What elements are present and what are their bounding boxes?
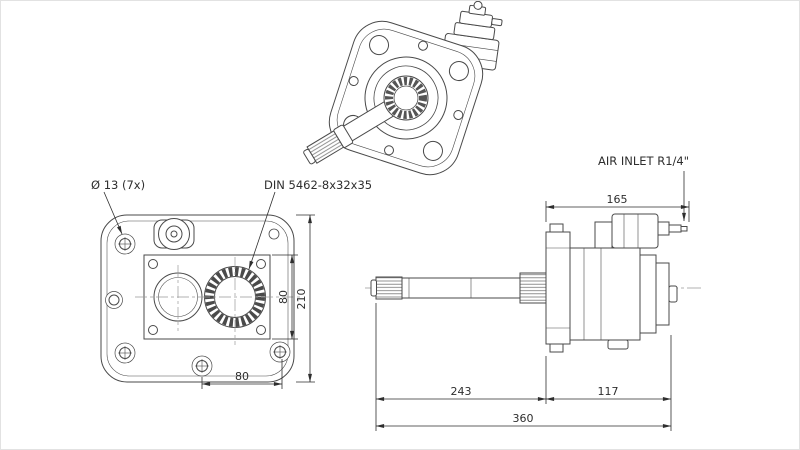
side-dimensions — [375, 171, 690, 431]
labels: Ø 13 (7x) DIN 5462-8x32x35 AIR INLET R1/… — [91, 154, 689, 425]
dim-front-overall-height: 210 — [295, 289, 308, 310]
isometric-view — [303, 1, 503, 176]
side-view — [365, 213, 703, 353]
bolt-hole — [269, 341, 291, 363]
front-dimensions — [103, 191, 315, 389]
side-body — [569, 247, 678, 350]
spline-note: DIN 5462-8x32x35 — [264, 178, 372, 192]
bolt-hole — [268, 228, 280, 240]
dim-side-shaft-length: 243 — [451, 385, 472, 398]
hole-note: Ø 13 (7x) — [91, 178, 145, 192]
side-shaft — [370, 272, 547, 304]
hole-note-leader — [103, 191, 123, 235]
front-roller — [153, 218, 195, 250]
air-inlet-fitting — [657, 221, 670, 236]
front-view — [100, 214, 301, 383]
iso-spline-hub — [383, 75, 429, 121]
dim-side-body-length: 117 — [598, 385, 619, 398]
dim-front-face-height: 80 — [277, 290, 290, 304]
dim-front-width: 80 — [235, 370, 249, 383]
side-actuator — [594, 213, 688, 249]
front-centerlines — [135, 257, 301, 345]
bolt-hole — [105, 291, 123, 309]
bolt-hole — [114, 342, 136, 364]
side-flange — [545, 223, 571, 353]
bolt-hole — [114, 233, 136, 255]
bolt-hole — [191, 355, 213, 377]
spline-note-leader — [248, 191, 276, 270]
air-inlet-note: AIR INLET R1/4" — [598, 154, 689, 168]
dim-side-top-length: 165 — [607, 193, 628, 206]
dim-side-overall-length: 360 — [513, 412, 534, 425]
